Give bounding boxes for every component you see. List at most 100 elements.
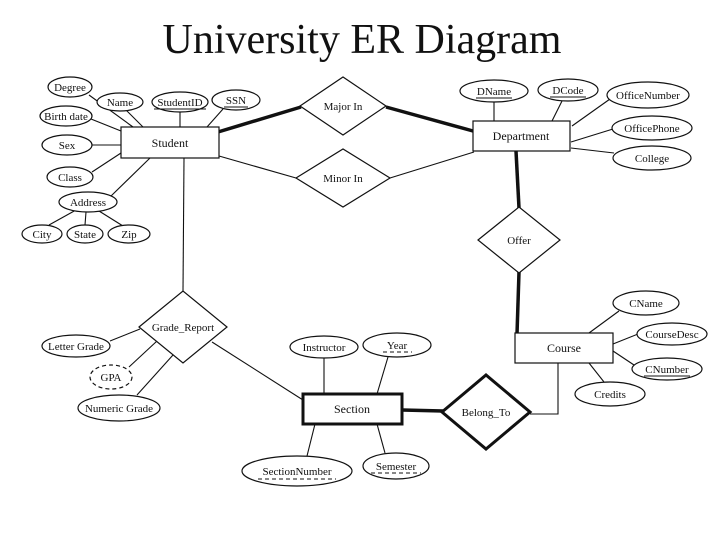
edge-student-class <box>91 152 122 173</box>
grade-report-diamond <box>138 290 228 364</box>
entity-section: Section <box>301 392 404 426</box>
section-label: Section <box>334 402 370 416</box>
coursedesc-ellipse <box>636 322 708 346</box>
attribute-year: Year <box>362 332 432 358</box>
sex-label: Sex <box>59 140 76 152</box>
attribute-cnumber: CNumber <box>631 357 703 381</box>
edge-department-dcode <box>551 100 563 122</box>
cnumber-ellipse <box>631 357 703 381</box>
cnumber-label: CNumber <box>645 364 689 376</box>
edge-department-offer <box>514 150 521 209</box>
attribute-cname: CName <box>612 290 680 316</box>
coursedesc-label: CourseDesc <box>645 329 698 341</box>
edge-course-cnumber <box>612 350 635 366</box>
relationship-offer: Offer <box>477 206 561 274</box>
minor-in-label: Minor In <box>323 173 363 185</box>
relationship-major-in: Major In <box>298 76 388 136</box>
minor-in-diamond <box>294 148 392 208</box>
entity-department: Department <box>472 120 571 152</box>
dname-label: DName <box>477 86 511 98</box>
department-label: Department <box>493 129 550 143</box>
relationship-grade-report: Grade_Report <box>138 290 228 364</box>
edge-grade-report-letter-grade <box>109 328 141 342</box>
dcode-ellipse <box>537 78 599 102</box>
college-ellipse <box>612 145 692 171</box>
edge-student-ssn <box>206 108 224 128</box>
attribute-ssn: SSN <box>211 89 261 111</box>
student-label: Student <box>152 136 189 150</box>
studentid-ellipse <box>151 91 209 113</box>
gpa-label: GPA <box>101 372 122 384</box>
attribute-address: Address <box>58 191 118 213</box>
year-ellipse <box>362 332 432 358</box>
attribute-numeric-grade: Numeric Grade <box>77 394 161 422</box>
belong-to-label: Belong_To <box>462 407 511 419</box>
attribute-zip: Zip <box>107 224 151 244</box>
edge-section-year <box>376 356 389 395</box>
edge-student-minor-in <box>218 155 297 179</box>
edge-student-degree <box>88 94 134 128</box>
city-ellipse <box>21 224 63 244</box>
edge-department-officenumber <box>571 98 611 127</box>
department-rect <box>472 120 571 152</box>
semester-label: Semester <box>376 461 417 473</box>
edge-section-sectionnumber <box>306 423 316 457</box>
section-rect <box>301 392 404 426</box>
edge-minor-in-department <box>389 151 475 179</box>
ssn-label: SSN <box>226 95 246 107</box>
attribute-city: City <box>21 224 63 244</box>
numeric-grade-ellipse <box>77 394 161 422</box>
state-ellipse <box>66 224 104 244</box>
edge-course-belong-to <box>530 363 559 415</box>
name-ellipse <box>96 92 144 112</box>
officephone-ellipse <box>611 115 693 141</box>
attribute-birth-date: Birth date <box>39 105 93 127</box>
edge-section-semester <box>376 423 386 454</box>
dname-ellipse <box>459 79 529 103</box>
year-label: Year <box>387 340 408 352</box>
edge-grade-report-section <box>211 341 304 401</box>
zip-ellipse <box>107 224 151 244</box>
edge-student-name <box>125 109 144 128</box>
relationship-minor-in: Minor In <box>294 148 392 208</box>
edge-grade-report-numeric-grade <box>136 354 174 396</box>
cname-ellipse <box>612 290 680 316</box>
edge-course-cname <box>588 310 620 334</box>
attribute-instructor: Instructor <box>289 335 359 359</box>
zip-label: Zip <box>121 229 137 241</box>
edge-student-address <box>109 157 151 198</box>
course-rect <box>514 332 614 364</box>
officenumber-label: OfficeNumber <box>616 90 680 102</box>
attribute-state: State <box>66 224 104 244</box>
edge-address-zip <box>98 210 124 227</box>
connectors <box>48 94 639 457</box>
edge-department-officephone <box>570 128 614 143</box>
instructor-ellipse <box>289 335 359 359</box>
edge-offer-course <box>515 271 521 335</box>
student-rect <box>120 126 220 159</box>
course-label: Course <box>547 341 581 355</box>
belong-to-diamond <box>439 373 533 451</box>
class-label: Class <box>58 172 82 184</box>
attribute-sex: Sex <box>41 134 93 156</box>
entity-course: Course <box>514 332 614 364</box>
edge-student-grade-report <box>182 157 185 292</box>
attribute-studentid: StudentID <box>151 91 209 113</box>
attribute-sectionnumber: SectionNumber <box>241 455 353 487</box>
major-in-label: Major In <box>324 101 363 113</box>
edge-major-in-department <box>385 105 474 133</box>
name-label: Name <box>107 97 133 109</box>
address-ellipse <box>58 191 118 213</box>
attribute-name: Name <box>96 92 144 112</box>
ssn-ellipse <box>211 89 261 111</box>
offer-label: Offer <box>507 235 531 247</box>
birth-date-ellipse <box>39 105 93 127</box>
instructor-label: Instructor <box>303 342 346 354</box>
entity-student: Student <box>120 126 220 159</box>
edge-grade-report-gpa <box>128 340 158 368</box>
attribute-class: Class <box>46 166 94 188</box>
sex-ellipse <box>41 134 93 156</box>
city-label: City <box>33 229 52 241</box>
